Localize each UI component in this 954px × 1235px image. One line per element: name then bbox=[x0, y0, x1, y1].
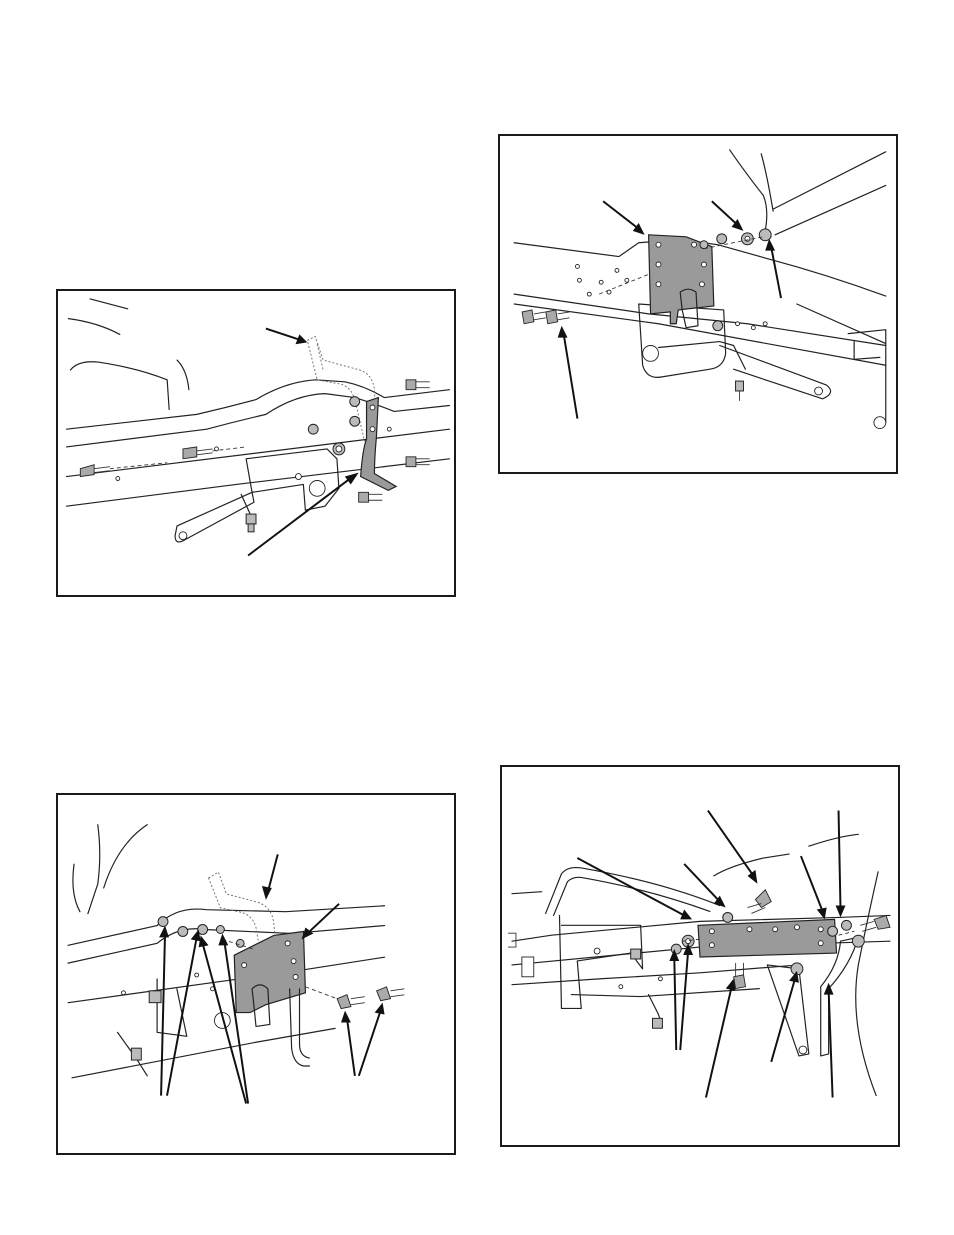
assembly-figure-b bbox=[498, 134, 898, 474]
exploded-assembly-view-frame-bracket-icon bbox=[58, 291, 454, 595]
exploded-assembly-view-lever-plate-icon bbox=[58, 795, 454, 1153]
exploded-assembly-view-bar-plate-icon bbox=[502, 767, 898, 1145]
exploded-assembly-view-mount-plate-icon bbox=[500, 136, 896, 472]
assembly-figure-c bbox=[56, 793, 456, 1155]
assembly-figure-d bbox=[500, 765, 900, 1147]
assembly-figure-a bbox=[56, 289, 456, 597]
